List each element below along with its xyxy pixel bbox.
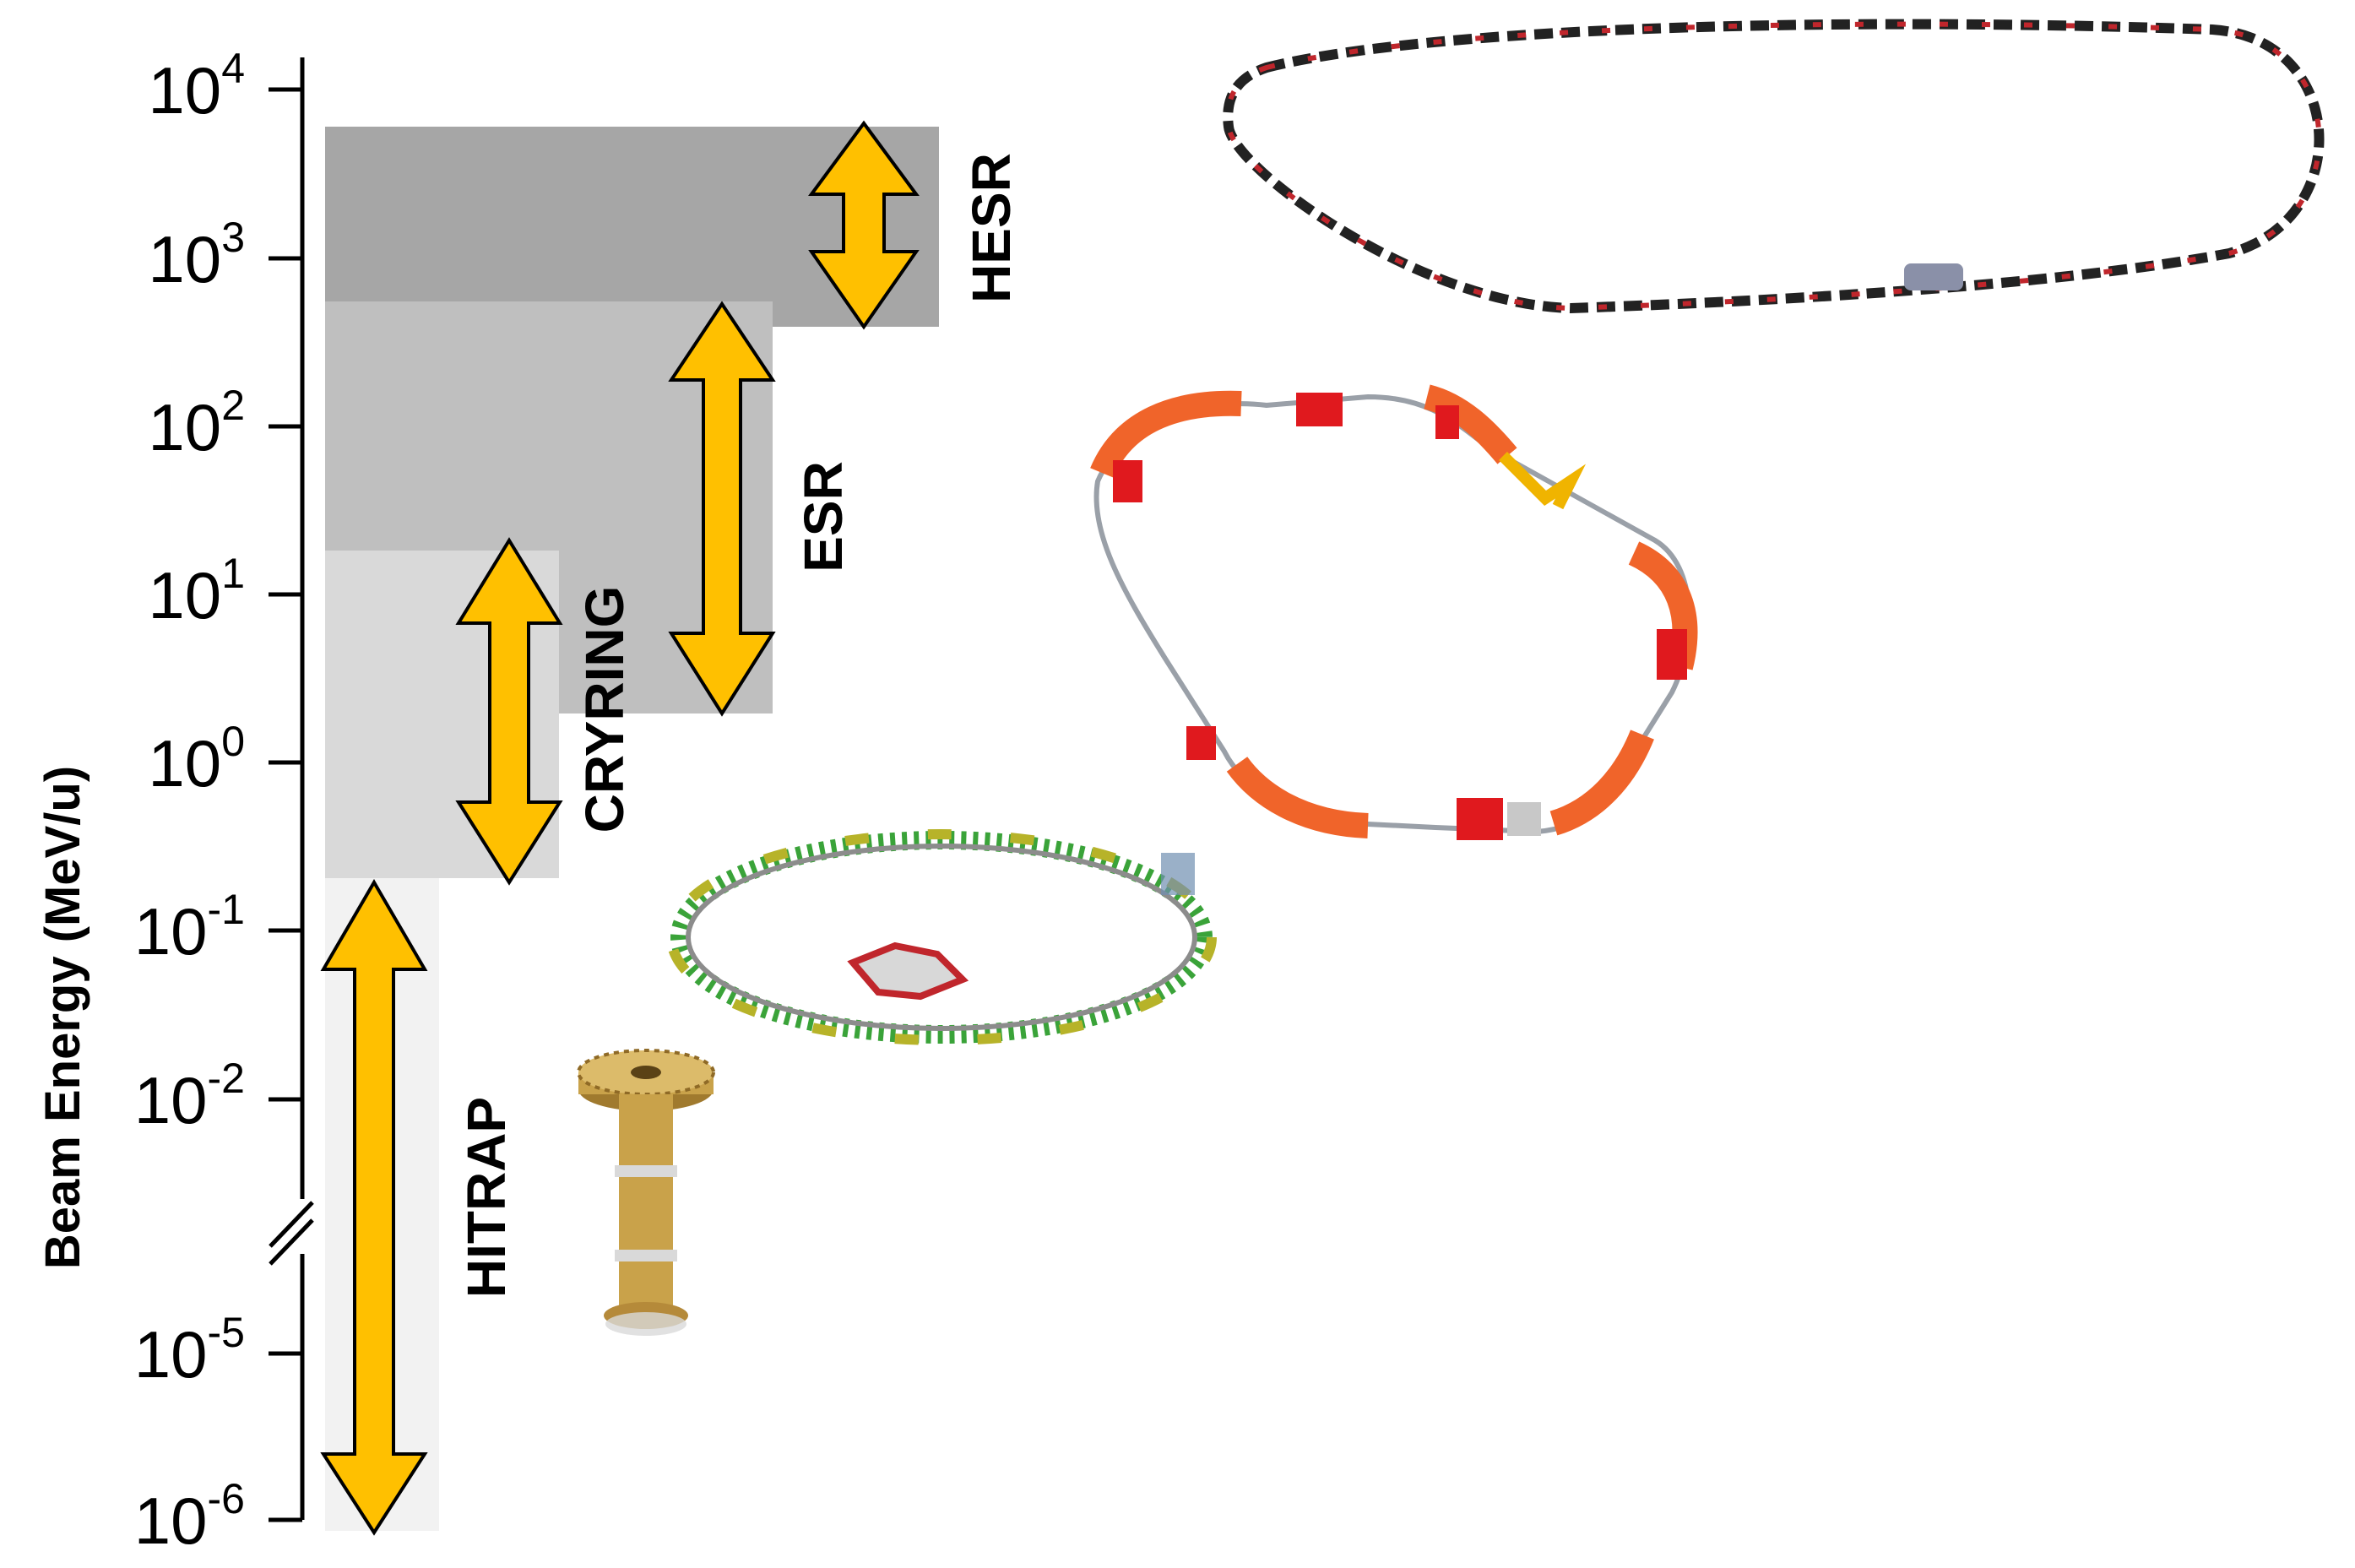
cryring-ring-illustration [666,829,1217,1045]
band-esr [325,301,773,713]
tick-label: 101 [148,550,245,632]
tick-group: 104 103 102 101 100 10-1 10-2 10-5 10-6 [134,45,302,1558]
axis-break-mark [269,1201,314,1248]
arrow-hitrap [320,879,428,1536]
electron-cooler-icon [847,941,969,1001]
y-axis: 104 103 102 101 100 10-1 10-2 10-5 10-6 [134,45,314,1558]
tick-label: 10-6 [134,1475,245,1558]
tick-label: 100 [148,718,245,800]
label-cryring: CRYRING [574,586,635,833]
esr-ring-illustration [1090,384,1698,840]
target-station-icon [1499,452,1587,510]
tick-label: 10-1 [134,886,245,968]
hesr-ring-illustration [1223,19,2325,314]
tick-label: 104 [148,45,245,128]
cooler-icon [1904,263,1963,290]
tick-label: 102 [148,382,245,464]
hitrap-trap-illustration [577,1049,715,1336]
arrow-esr [668,301,776,717]
range-arrows [320,120,920,1536]
tick-label: 10-5 [134,1309,245,1392]
arrow-cryring [455,537,563,886]
label-esr: ESR [793,461,854,572]
tick-label: 10-2 [134,1055,245,1137]
axis-title: Beam Energy (MeV/u) [35,766,90,1269]
label-hitrap: HITRAP [456,1097,517,1298]
magnet-icon [1296,393,1343,426]
arrow-hesr [808,120,920,330]
tick-label: 103 [148,214,245,296]
band-hesr [325,127,939,327]
label-hesr: HESR [961,153,1022,303]
